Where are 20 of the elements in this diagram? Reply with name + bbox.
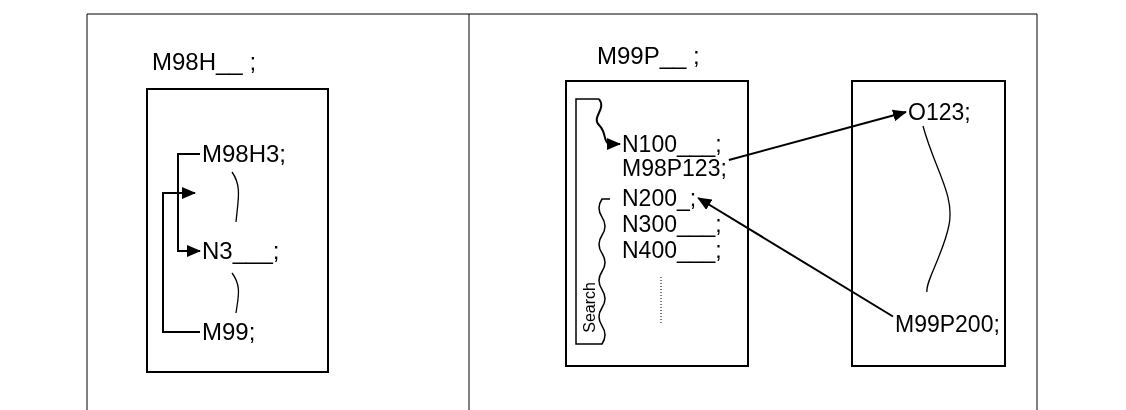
arrow [697,197,894,318]
code-line: N3___; [202,239,280,263]
program-box [851,80,1006,367]
code-line: N300___; [622,212,722,236]
code-line: O123; [908,100,971,124]
program-heading: M99P__ ; [597,44,700,68]
code-line: M98H3; [202,142,287,166]
arrow [727,109,907,161]
program-heading: M98H__ ; [152,50,257,74]
arrow [162,187,201,333]
search-bracket [575,99,611,345]
arrow [177,153,201,257]
code-line: N100___; [622,132,722,156]
code-line: M99; [202,320,256,344]
code-line: M98P123; [622,156,727,180]
code-line: M99P200; [895,312,1000,336]
code-line: N200_; [622,186,697,210]
code-line: N400___; [622,238,722,262]
arrow [595,98,621,150]
bracket-label: Search [582,282,598,333]
